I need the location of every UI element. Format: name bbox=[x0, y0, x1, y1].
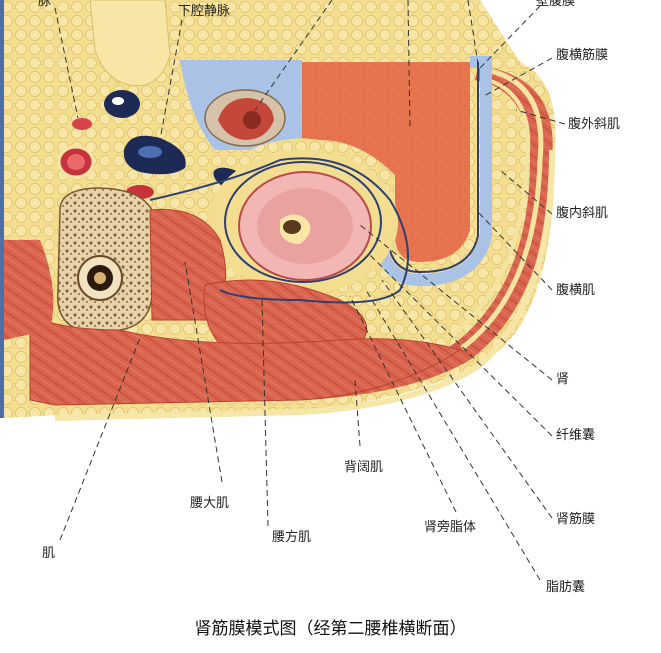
label-latissimus-dorsi: 背阔肌 bbox=[344, 460, 383, 476]
vein-section bbox=[104, 90, 140, 118]
label-quadratus-lumborum: 腰方肌 bbox=[272, 530, 311, 546]
label-adipose-capsule: 脂肪囊 bbox=[546, 580, 585, 596]
label-pararenal-fat: 肾旁脂体 bbox=[424, 520, 476, 536]
label-bottom-left-partial: 肌 bbox=[42, 546, 55, 562]
renal-pelvis bbox=[283, 220, 301, 234]
label-internal-oblique: 腹内斜肌 bbox=[556, 206, 608, 222]
vein-highlight bbox=[112, 97, 124, 105]
spinal-cord-center bbox=[94, 272, 106, 284]
aorta-lumen bbox=[67, 154, 85, 170]
label-top-left-partial: 脉 bbox=[38, 0, 51, 10]
figure-caption: 肾筋膜模式图（经第二腰椎横断面） bbox=[0, 614, 661, 639]
label-transversus-abdominis: 腹横肌 bbox=[556, 283, 595, 299]
ivc-highlight bbox=[138, 146, 162, 158]
label-transversalis-fascia: 腹横筋膜 bbox=[556, 48, 608, 64]
label-kidney: 肾 bbox=[556, 372, 569, 388]
frame-edge bbox=[0, 0, 4, 418]
label-external-oblique: 腹外斜肌 bbox=[568, 117, 620, 133]
label-parietal-peritoneum: 壁腹膜 bbox=[536, 0, 575, 10]
label-renal-fascia: 肾筋膜 bbox=[556, 512, 595, 528]
label-fibrous-capsule: 纤维囊 bbox=[556, 428, 595, 444]
label-inferior-vena-cava: 下腔静脉 bbox=[178, 4, 230, 20]
label-psoas-major: 腰大肌 bbox=[190, 496, 229, 512]
small-artery bbox=[72, 118, 92, 130]
bowel-lumen bbox=[243, 111, 261, 129]
